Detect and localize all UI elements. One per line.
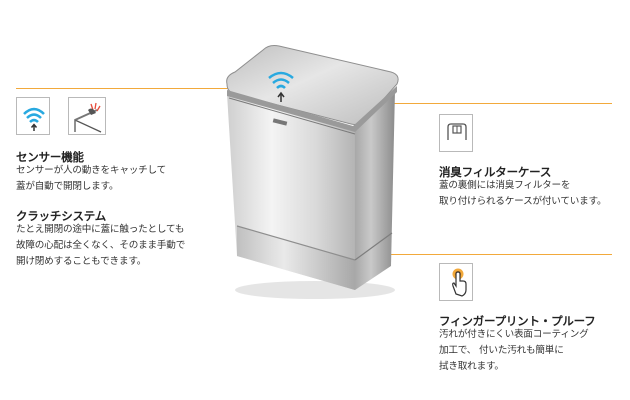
fingerprint-title: フィンガープリント・プルーフ [439, 314, 596, 328]
sensor-icon-box [16, 97, 50, 135]
deodorant-desc-line: 取り付けられるケースが付いています。 [439, 196, 607, 207]
clutch-icon-box [68, 97, 106, 135]
sensor-title: センサー機能 [16, 150, 84, 164]
deodorant-title: 消臭フィルターケース [439, 165, 552, 179]
leader-line-sensor [16, 88, 278, 89]
fingerprint-desc-line: 加工で、 付いた汚れも簡単に [439, 345, 564, 356]
fingerprint-description: 汚れが付きにくい表面コーティング 加工で、 付いた汚れも簡単に 拭き取れます。 [439, 327, 589, 375]
clutch-title: クラッチシステム [16, 209, 107, 223]
filter-case-icon [447, 123, 467, 140]
finger-touch-icon [452, 268, 467, 297]
fingerprint-icon-box [439, 263, 473, 301]
clutch-desc-line: 開け閉めすることもできます。 [16, 256, 147, 267]
sensor-description: センサーが人の動きをキャッチして 蓋が自動で開閉します。 [16, 163, 166, 195]
fingerprint-desc-line: 汚れが付きにくい表面コーティング [439, 329, 589, 340]
trash-can-image [226, 45, 399, 299]
sensor-desc-line: 蓋が自動で開閉します。 [16, 181, 119, 192]
clutch-description: たとえ開閉の途中に蓋に触ったとしても 故障の心配は全くなく、そのまま手動で 開け… [16, 222, 185, 270]
leader-line-body [330, 254, 612, 255]
fingerprint-desc-line: 拭き取れます。 [439, 361, 504, 372]
leader-line-filter [340, 103, 612, 104]
deodorant-desc-line: 蓋の裏側には消臭フィルターを [439, 180, 571, 191]
lid-sensor-icon [268, 71, 294, 102]
wifi-sensor-icon [23, 107, 45, 131]
filter-icon-box [439, 114, 473, 152]
clutch-desc-line: 故障の心配は全くなく、そのまま手動で [16, 240, 186, 251]
clutch-desc-line: たとえ開閉の途中に蓋に触ったとしても [16, 224, 185, 235]
deodorant-description: 蓋の裏側には消臭フィルターを 取り付けられるケースが付いています。 [439, 178, 607, 210]
manual-lid-icon [74, 102, 102, 133]
sensor-desc-line: センサーが人の動きをキャッチして [16, 165, 167, 176]
